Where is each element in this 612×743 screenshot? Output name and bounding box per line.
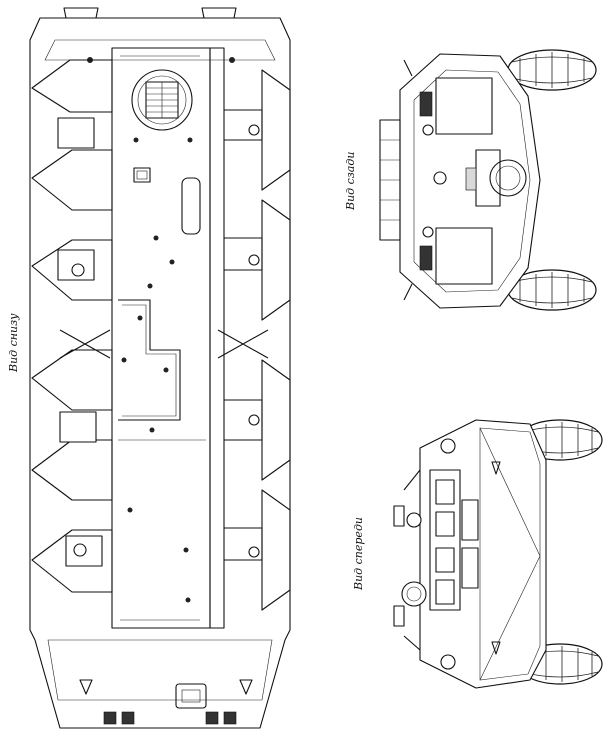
right-suspension-arms [224,69,291,611]
rear-view-wheels [507,49,597,311]
hull-outline [29,17,291,729]
hatch-grille [145,81,179,119]
bow-plate [44,39,276,61]
front-tow-hooks [393,461,501,655]
rear-lights [379,119,447,241]
bottom-view-label: Вид снизу [7,313,20,372]
water-jet-cover [181,177,201,235]
stern-plate [47,639,273,701]
rear-door-upper [435,77,493,135]
stern-hooks [79,679,253,725]
rear-view-label: Вид сзади [344,151,357,210]
front-plate-details [429,469,479,611]
bottom-hatch [131,69,193,131]
rear-engine-cover [489,159,527,197]
belly-bolts [87,57,235,603]
left-wheel-wells [31,59,113,593]
front-view-label: Вид спереди [352,517,365,590]
front-headlights [401,438,456,670]
right-belly-panel [209,47,225,629]
rear-door-lower [435,227,493,285]
tow-hitch [175,683,207,709]
